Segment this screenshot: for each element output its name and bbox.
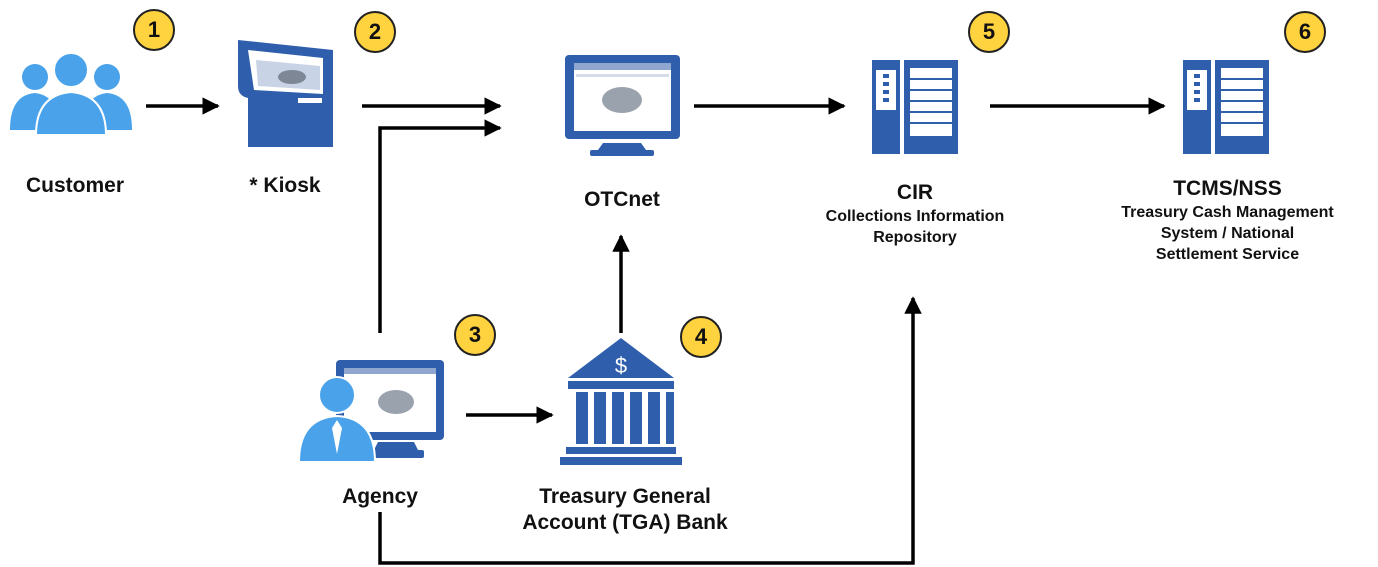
server-icon	[872, 60, 958, 154]
cir-label-block: CIR Collections Information Repository	[770, 180, 1060, 248]
connectors	[146, 97, 1166, 565]
cir-subtitle-line2: Repository	[873, 229, 957, 246]
kiosk-label: * Kiosk	[249, 174, 321, 197]
step-badge-4: 4	[680, 316, 722, 358]
step-badge-5: 5	[968, 11, 1010, 53]
arrow-agency-cir	[378, 296, 922, 565]
arrow-agency-otcnet	[378, 119, 502, 333]
step-badge-1: 1	[133, 9, 175, 51]
server-icon	[1183, 60, 1269, 154]
bank-icon: $	[560, 338, 682, 465]
step-badge-3: 3	[454, 314, 496, 356]
monitor-icon	[565, 55, 680, 156]
tcms-subtitle-line3: Settlement Service	[1155, 246, 1300, 263]
step-badge-6: 6	[1284, 11, 1326, 53]
customer-label: Customer	[25, 174, 125, 197]
dollar-symbol: $	[615, 353, 627, 378]
kiosk-icon	[238, 40, 333, 147]
agent-monitor-icon	[297, 360, 444, 463]
tga-label-block: Treasury General Account (TGA) Bank	[480, 484, 770, 536]
cir-title: CIR	[896, 181, 934, 204]
tcms-subtitle-line2: System / National	[1160, 225, 1295, 242]
tcms-title: TCMS/NSS	[1173, 177, 1282, 200]
agency-label: Agency	[342, 485, 418, 508]
step-badge-2: 2	[354, 11, 396, 53]
otcnet-label: OTCnet	[584, 188, 660, 211]
tga-label-line2: Account (TGA) Bank	[522, 511, 728, 534]
cir-subtitle-line1: Collections Information	[825, 208, 1005, 225]
tga-label-line1: Treasury General	[539, 485, 711, 508]
tcms-subtitle-line1: Treasury Cash Management	[1121, 204, 1334, 221]
tcms-label-block: TCMS/NSS Treasury Cash Management System…	[1080, 176, 1375, 265]
people-icon	[10, 52, 132, 136]
